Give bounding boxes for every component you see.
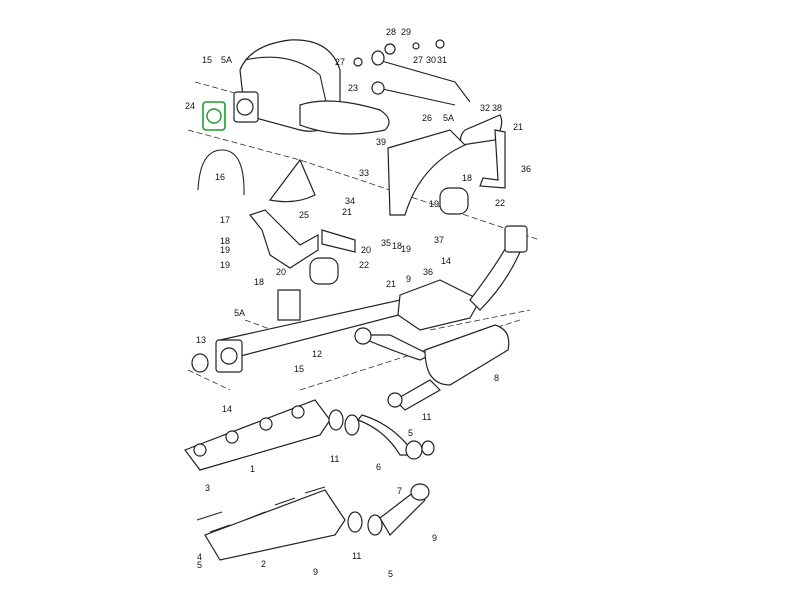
callout-27: 27 [335, 57, 345, 67]
seal-ring [191, 353, 209, 373]
callout-13: 13 [196, 335, 206, 345]
callout-14: 14 [222, 404, 232, 414]
hanger-rod [353, 39, 471, 106]
callout-33: 33 [359, 168, 369, 178]
exhaust-manifold-2 [196, 483, 430, 561]
callout-5A: 5A [443, 113, 454, 123]
callout-18: 18 [220, 236, 230, 246]
rubber-mount-lower [309, 257, 339, 285]
callout-5: 5 [408, 428, 413, 438]
callout-34: 34 [345, 196, 355, 206]
bracket-36 [479, 129, 506, 189]
callout-11: 11 [422, 412, 431, 422]
callout-15: 15 [294, 364, 304, 374]
callout-17: 17 [220, 215, 230, 225]
clamp-20 [321, 229, 356, 253]
callout-19: 19 [429, 199, 439, 209]
callout-14: 14 [441, 256, 451, 266]
callout-18: 18 [254, 277, 264, 287]
callout-9: 9 [406, 274, 411, 284]
callout-16: 16 [215, 172, 225, 182]
callout-5A: 5A [221, 55, 232, 65]
callout-12: 12 [312, 349, 322, 359]
callout-26: 26 [422, 113, 432, 123]
u-bolt [197, 149, 245, 196]
callout-9: 9 [432, 533, 437, 543]
rubber-mount-upper [439, 187, 469, 215]
callout-5: 5 [197, 560, 202, 570]
callout-39: 39 [376, 137, 386, 147]
callout-9: 9 [313, 567, 318, 577]
callout-11: 11 [330, 454, 339, 464]
callout-23: 23 [348, 83, 358, 93]
callout-5: 5 [388, 569, 393, 579]
callout-22: 22 [495, 198, 505, 208]
callout-20: 20 [276, 267, 286, 277]
callout-19: 19 [220, 245, 230, 255]
callout-31: 31 [437, 55, 447, 65]
callout-21: 21 [513, 122, 523, 132]
front-muffler [354, 324, 510, 411]
heat-shield [268, 158, 316, 203]
callout-19: 19 [220, 260, 230, 270]
exhaust-manifold-1 [184, 399, 435, 471]
callout-29: 29 [401, 27, 411, 37]
callout-7: 7 [397, 486, 402, 496]
callout-8: 8 [494, 373, 499, 383]
callout-36: 36 [521, 164, 531, 174]
callout-18: 18 [392, 241, 402, 251]
callout-38: 38 [492, 103, 502, 113]
callout-27: 27 [413, 55, 423, 65]
callout-6: 6 [376, 462, 381, 472]
callout-35: 35 [381, 238, 391, 248]
callout-28: 28 [386, 27, 396, 37]
callout-15: 15 [202, 55, 212, 65]
callout-22: 22 [359, 260, 369, 270]
callout-36: 36 [423, 267, 433, 277]
callout-1: 1 [250, 464, 255, 474]
callout-37: 37 [434, 235, 444, 245]
rear-muffler [233, 39, 390, 135]
callout-24: 24 [185, 101, 195, 111]
callout-2: 2 [261, 559, 266, 569]
callout-20: 20 [361, 245, 371, 255]
callout-11: 11 [352, 551, 361, 561]
center-pipe [215, 225, 528, 373]
callout-19: 19 [401, 244, 411, 254]
callout-30: 30 [426, 55, 436, 65]
bracket-17 [248, 209, 319, 269]
callout-21: 21 [342, 207, 352, 217]
callout-32: 32 [480, 103, 490, 113]
callout-21: 21 [386, 279, 396, 289]
callout-4: 4 [197, 552, 202, 562]
gasket-highlighted [202, 101, 226, 131]
callout-3: 3 [205, 483, 210, 493]
callout-25: 25 [299, 210, 309, 220]
callout-5A: 5A [234, 308, 245, 318]
bracket-33 [387, 129, 467, 216]
callout-18: 18 [462, 173, 472, 183]
